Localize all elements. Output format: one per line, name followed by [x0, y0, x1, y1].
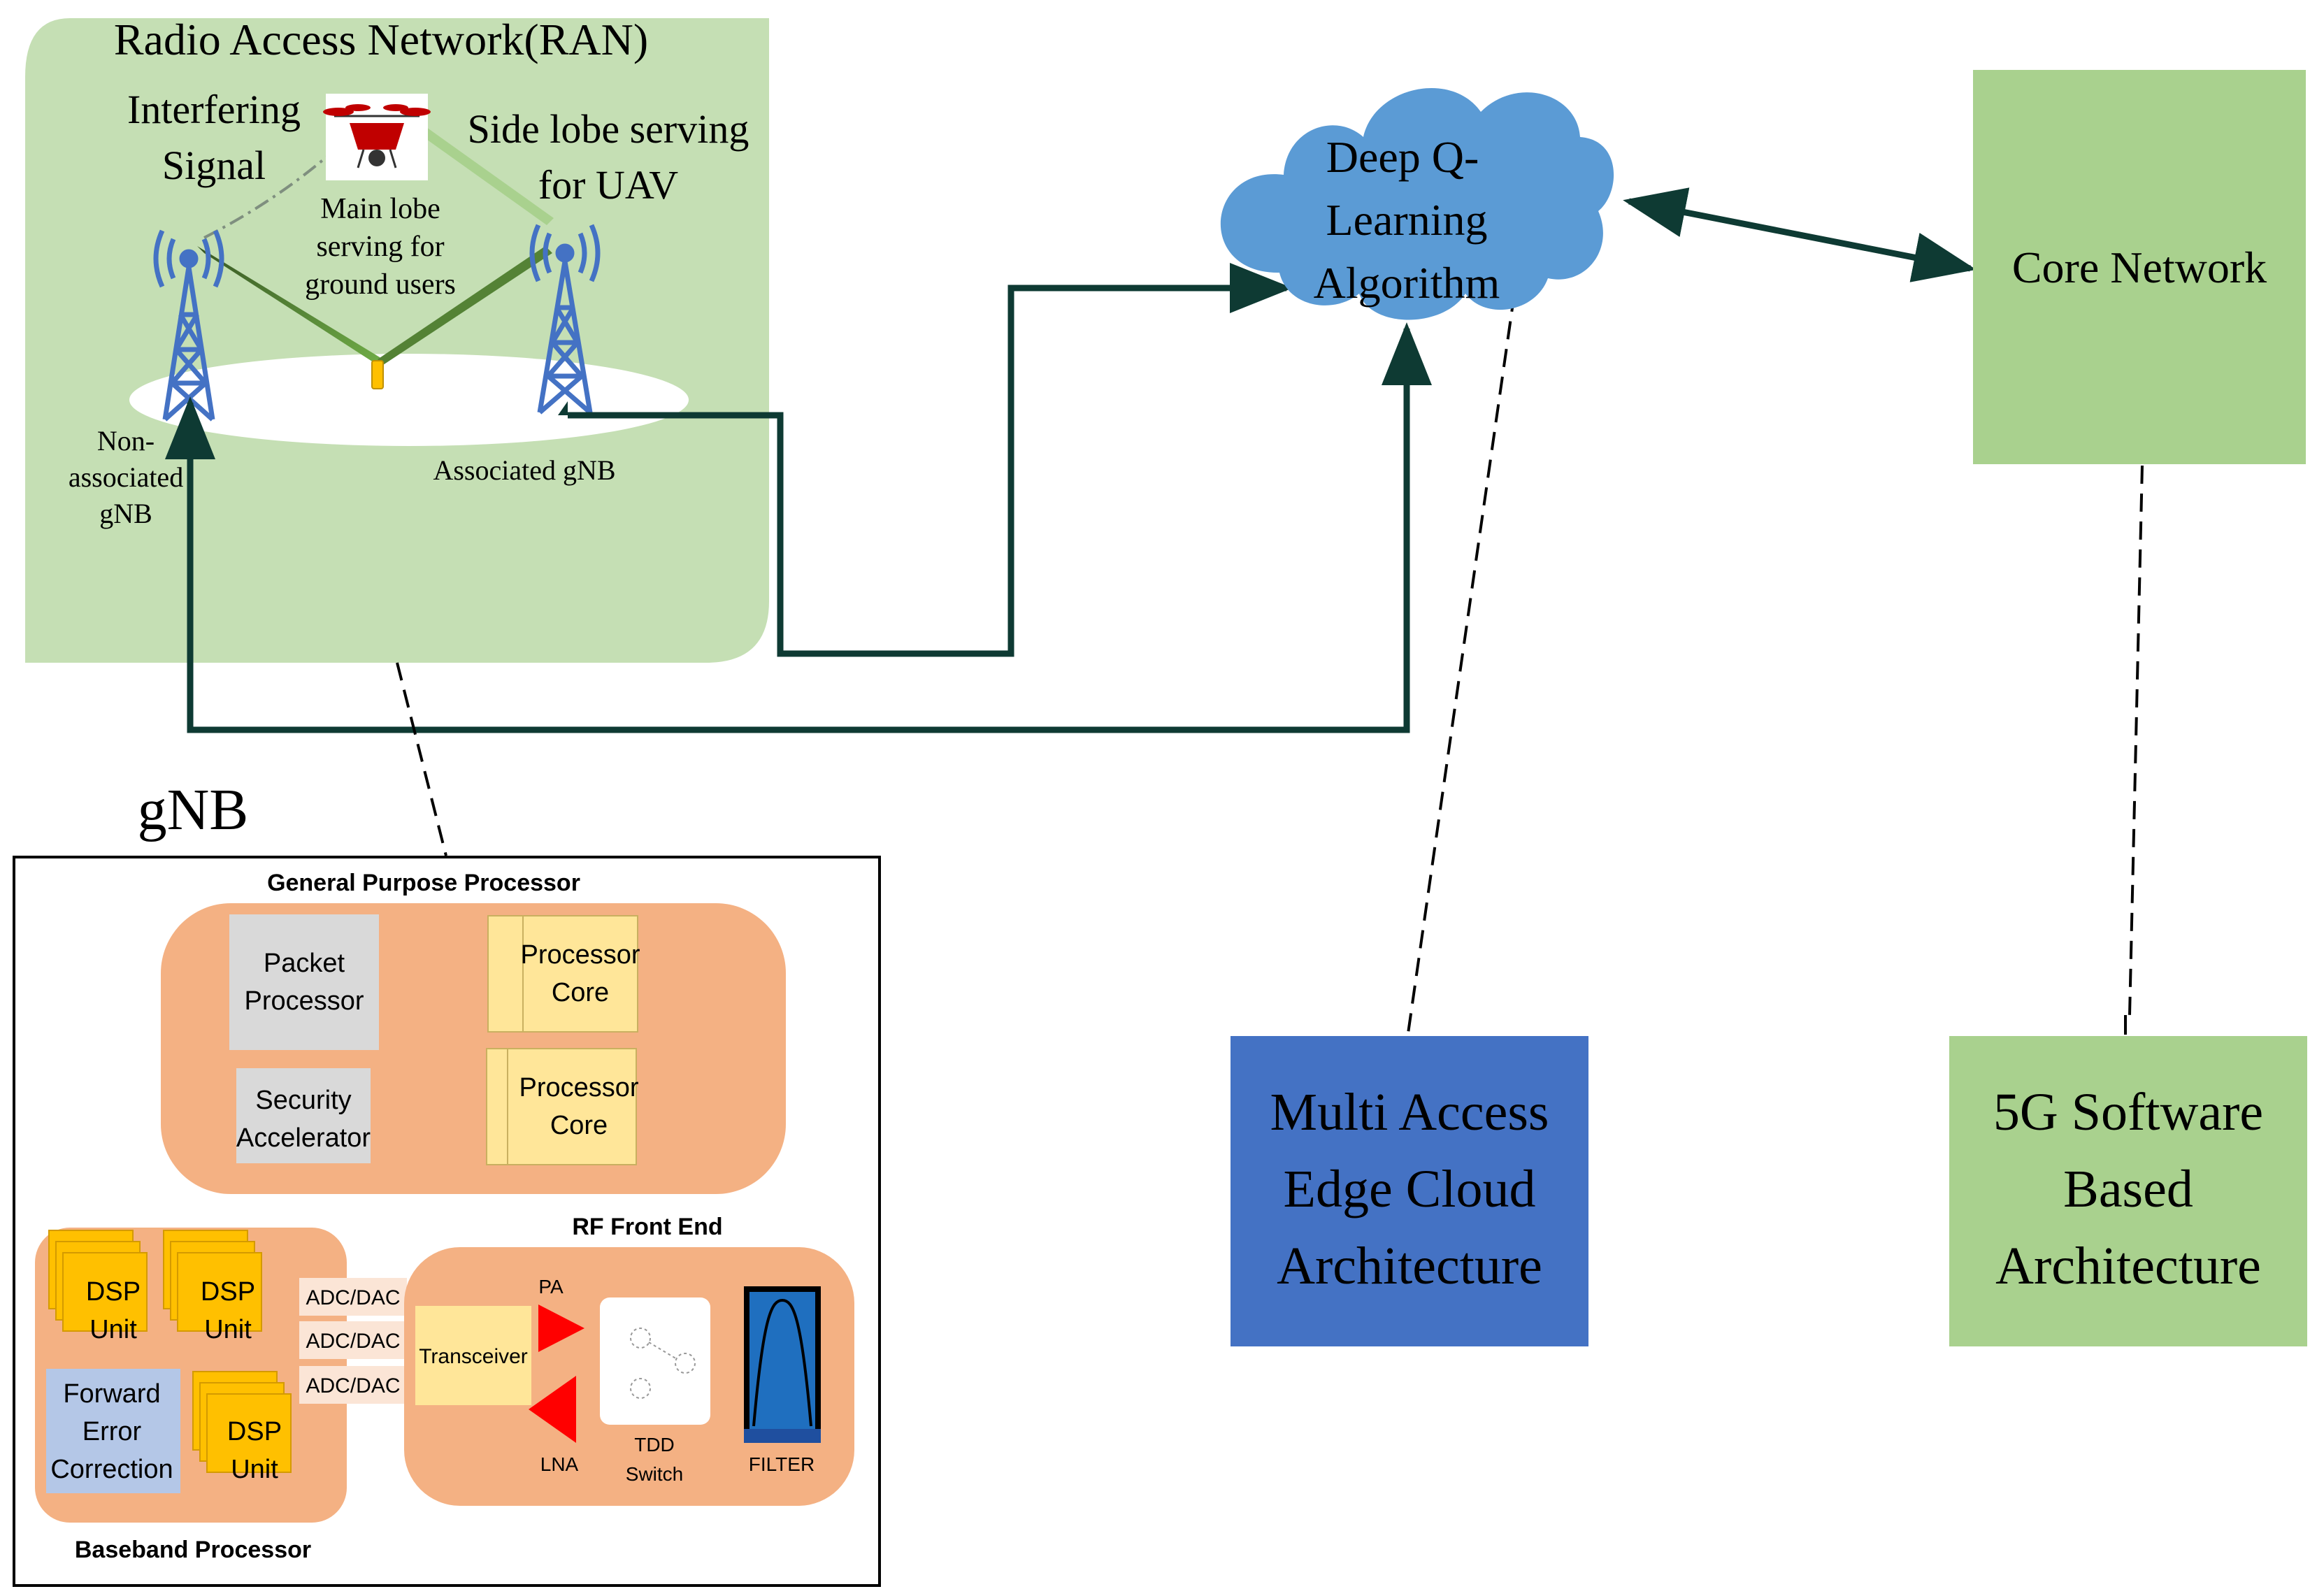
processor-core-2: Processor Core: [486, 1048, 639, 1165]
packet-processor-line2: Processor: [244, 986, 364, 1016]
dsp-unit-2-line2: Unit: [204, 1315, 252, 1344]
deep-q-learning-cloud: Deep Q- Learning Algorithm: [1220, 87, 1614, 320]
mec-label-line1: Multi Access: [1270, 1083, 1549, 1142]
main-lobe-label-line2: serving for: [316, 231, 444, 263]
processor-core-1: Processor Core: [487, 915, 640, 1033]
transceiver-box: [415, 1306, 531, 1405]
interfering-label-line2: Signal: [162, 143, 266, 188]
adc-dac-3: ADC/DAC: [299, 1366, 407, 1404]
tdd-switch-icon: [600, 1297, 710, 1425]
dsp-unit-3: DSP Unit: [192, 1371, 292, 1484]
5g-label-line2: Based: [2063, 1160, 2193, 1218]
processor-core-2-line1: Processor: [519, 1073, 638, 1102]
5g-label-line3: Architecture: [1995, 1237, 2261, 1295]
side-lobe-label-line2: for UAV: [538, 162, 678, 208]
dsp-unit-3-line1: DSP: [227, 1417, 282, 1446]
fec-line1: Forward: [63, 1379, 160, 1409]
non-associated-label-line1: Non-: [97, 425, 155, 456]
dsp-unit-2-line1: DSP: [201, 1277, 255, 1307]
non-associated-label-line2: associated: [69, 461, 183, 493]
core-5g-dashed-line: [2128, 465, 2144, 1016]
dql-core-bidirectional-arrow: [1623, 187, 1977, 282]
connection-lines: [165, 187, 2144, 1035]
dql-label-line2: Learning: [1326, 195, 1488, 245]
dsp-unit-1-line1: DSP: [86, 1277, 141, 1307]
fec-box: [46, 1369, 180, 1493]
non-associated-label-line3: gNB: [99, 498, 152, 529]
dsp-unit-2: DSP Unit: [163, 1230, 262, 1344]
fec-line2: Error: [83, 1417, 142, 1446]
filter-label: FILTER: [749, 1453, 815, 1475]
core-network-box: Core Network: [1973, 70, 2306, 464]
gpp-title: General Purpose Processor: [267, 870, 580, 896]
ran-gnb-dashed-line: [396, 662, 447, 856]
processor-core-2-line2: Core: [550, 1111, 608, 1140]
ground-user-device: [371, 360, 384, 389]
mec-label-line3: Architecture: [1277, 1237, 1542, 1295]
lna-label: LNA: [540, 1453, 579, 1475]
fec-line3: Correction: [50, 1455, 173, 1484]
adc-dac-2-label: ADC/DAC: [306, 1330, 400, 1353]
lna-amplifier-icon: [529, 1376, 576, 1443]
filter-icon: [744, 1286, 821, 1443]
mec-box: Multi Access Edge Cloud Architecture: [1231, 1036, 1588, 1346]
security-accelerator-line2: Accelerator: [236, 1123, 371, 1153]
uav-drone-icon: [323, 94, 431, 180]
security-accelerator-box: [236, 1068, 371, 1163]
5g-label-line1: 5G Software: [1993, 1083, 2263, 1142]
adc-dac-3-label: ADC/DAC: [306, 1374, 400, 1397]
cloud-shape: [1220, 87, 1614, 320]
gnb-title: gNB: [138, 777, 249, 842]
pa-amplifier-icon: [538, 1304, 584, 1352]
adc-dac-1: ADC/DAC: [299, 1278, 407, 1316]
baseband-title: Baseband Processor: [75, 1537, 311, 1563]
transceiver-label: Transceiver: [419, 1345, 528, 1368]
processor-core-1-line2: Core: [552, 978, 609, 1007]
5g-software-box: 5G Software Based Architecture: [1949, 1036, 2307, 1346]
dql-label-line3: Algorithm: [1314, 258, 1500, 308]
side-lobe-label-line1: Side lobe serving: [468, 106, 749, 152]
core-network-label: Core Network: [2012, 243, 2267, 292]
dsp-unit-3-line2: Unit: [231, 1455, 278, 1484]
main-lobe-label-line3: ground users: [305, 268, 456, 301]
processor-core-1-line1: Processor: [520, 940, 640, 970]
pa-label: PA: [538, 1276, 564, 1297]
interfering-signal-line: [203, 154, 330, 239]
adc-dac-1-label: ADC/DAC: [306, 1286, 400, 1309]
mec-label-line2: Edge Cloud: [1284, 1160, 1536, 1218]
dql-to-nonassoc-arrow: [165, 322, 1432, 733]
tdd-label-line1: TDD: [634, 1434, 675, 1455]
dql-mec-dashed-line: [1407, 293, 1516, 1034]
dql-label-line1: Deep Q-: [1326, 132, 1479, 182]
coverage-ellipse: [129, 354, 689, 446]
ran-title: Radio Access Network(RAN): [114, 15, 648, 64]
associated-label: Associated gNB: [433, 454, 615, 486]
rf-title: RF Front End: [572, 1214, 722, 1240]
main-lobe-label-line1: Main lobe: [320, 193, 440, 225]
dsp-unit-1-line2: Unit: [89, 1315, 137, 1344]
packet-processor-box: [229, 914, 379, 1050]
packet-processor-line1: Packet: [264, 949, 345, 978]
gnb-detail: gNB General Purpose Processor Packet Pro…: [13, 777, 881, 1587]
interfering-label-line1: Interfering: [127, 87, 301, 132]
side-lobe-beam: [419, 127, 554, 225]
tdd-label-line2: Switch: [626, 1463, 683, 1485]
adc-dac-2: ADC/DAC: [299, 1321, 407, 1359]
security-accelerator-line1: Security: [255, 1086, 351, 1115]
ran-region: Radio Access Network(RAN): [25, 15, 769, 663]
dsp-unit-1: DSP Unit: [48, 1230, 148, 1344]
